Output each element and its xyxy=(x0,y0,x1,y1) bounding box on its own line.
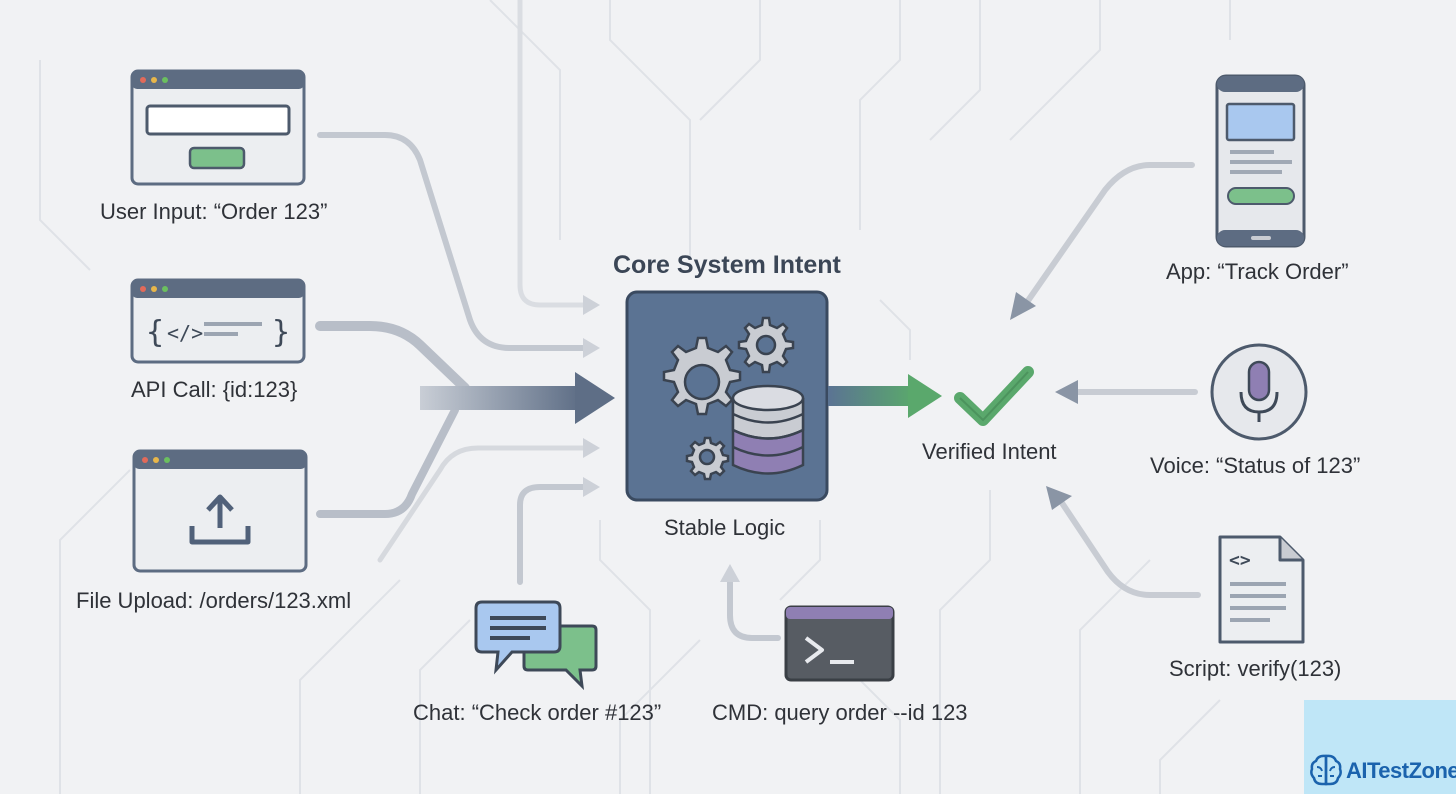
brand-badge xyxy=(1304,700,1456,794)
verified-intent-label: Verified Intent xyxy=(922,439,1057,464)
core-system-box xyxy=(625,290,829,502)
right-connectors xyxy=(1010,162,1201,598)
connector-user-input xyxy=(317,132,588,351)
input-label-cmd: CMD: query order --id 123 xyxy=(712,700,968,725)
code-window-icon: { </> } xyxy=(130,278,306,364)
terminal-icon xyxy=(784,605,895,682)
connector-api-call xyxy=(315,321,470,393)
script-file-icon: <> xyxy=(1218,535,1305,644)
connector-top-left xyxy=(517,0,588,308)
input-connectors xyxy=(315,0,781,641)
checkmark-icon xyxy=(954,366,1034,426)
input-label-app: App: “Track Order” xyxy=(1166,259,1349,284)
main-input-arrow xyxy=(420,372,615,424)
input-label-user-input: User Input: “Order 123” xyxy=(100,199,328,224)
svg-text:}: } xyxy=(272,315,290,350)
connector-file-upload xyxy=(316,406,459,518)
input-label-voice: Voice: “Status of 123” xyxy=(1150,453,1361,478)
input-label-api-call: API Call: {id:123} xyxy=(131,377,298,402)
input-label-file-upload: File Upload: /orders/123.xml xyxy=(76,588,352,613)
connector-chat xyxy=(517,484,588,585)
microphone-icon xyxy=(1210,343,1308,441)
browser-form-icon xyxy=(130,69,306,186)
connector-cmd xyxy=(727,577,781,641)
connector-left-mid xyxy=(377,445,588,563)
brand-name: AITestZone xyxy=(1346,758,1456,783)
chat-bubbles-icon xyxy=(474,600,598,691)
background-circuit-lines xyxy=(39,0,1231,794)
database-icon xyxy=(731,384,805,475)
svg-text:{: { xyxy=(146,315,164,350)
core-label: Stable Logic xyxy=(664,515,786,540)
input-label-script: Script: verify(123) xyxy=(1169,656,1342,681)
core-title: Core System Intent xyxy=(613,251,841,279)
mobile-app-icon xyxy=(1215,74,1306,248)
svg-text:<>: <> xyxy=(1229,550,1251,571)
gears-icon xyxy=(662,316,795,481)
output-arrow xyxy=(828,374,942,418)
connector-arrowheads xyxy=(583,295,740,582)
brain-icon xyxy=(1310,754,1342,786)
upload-window-icon xyxy=(132,449,308,573)
svg-text:</>: </> xyxy=(167,321,203,345)
input-label-chat: Chat: “Check order #123” xyxy=(413,700,662,725)
